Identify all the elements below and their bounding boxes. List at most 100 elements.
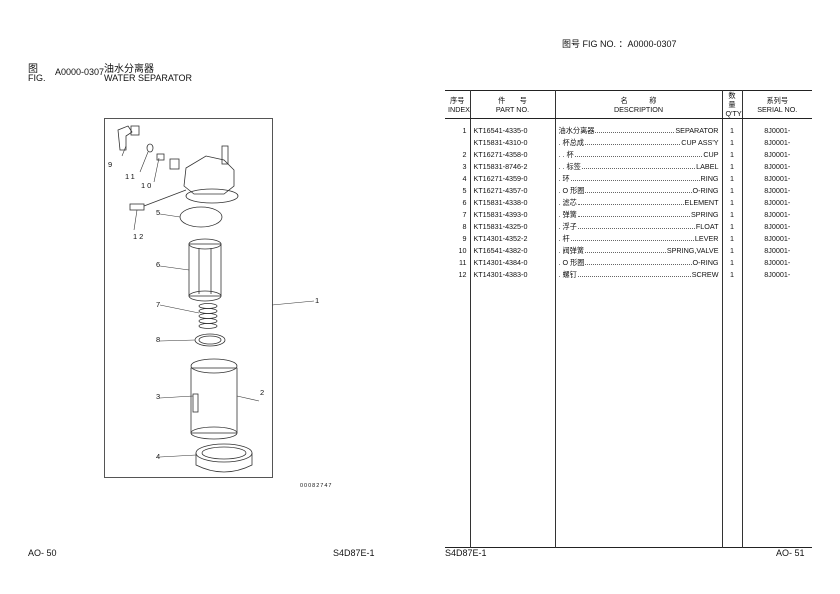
description-en: LABEL xyxy=(696,162,719,171)
fig-label-en: FIG. xyxy=(28,73,46,83)
index-cell: 10 xyxy=(458,246,467,255)
serial-cell: 8J0001- xyxy=(741,221,812,233)
lever-part xyxy=(117,125,133,151)
right-model: S4D87E-1 xyxy=(445,548,487,558)
description-en: CUP ASS'Y xyxy=(681,138,719,147)
index-cell: 12 xyxy=(458,270,467,279)
description-en: SPRING xyxy=(690,210,719,219)
callout-9: 9 xyxy=(108,160,113,169)
element-6 xyxy=(188,243,222,297)
qty-cell: 1 xyxy=(721,185,742,197)
exploded-view-diagram xyxy=(117,125,315,473)
part-number-cell: KT15831-4310-0 xyxy=(469,137,555,149)
description-cn: . 阀弹簧 xyxy=(558,246,585,255)
illustration-frame xyxy=(104,118,315,478)
label-3 xyxy=(192,393,199,413)
column-header-en: Q'TY xyxy=(725,109,742,118)
description-cn: 油水分离器 xyxy=(558,126,595,135)
valve-seat xyxy=(169,158,180,170)
description-en: ELEMENT xyxy=(684,198,719,207)
part-number-cell: KT16541-4335-0 xyxy=(469,125,555,137)
qty-cell: 1 xyxy=(721,233,742,245)
column-header-cn: 件 号 xyxy=(498,95,527,105)
head-nipple xyxy=(221,145,229,165)
serial-cell: 8J0001- xyxy=(741,233,812,245)
callout-2: 2 xyxy=(260,388,265,397)
leader-dots xyxy=(585,185,692,193)
part-number-cell: KT16271-4359-0 xyxy=(469,173,555,185)
column-header-en: INDEX xyxy=(448,104,470,114)
leader-dots xyxy=(595,125,675,133)
leader-dots xyxy=(585,245,666,253)
serial-cell: 8J0001- xyxy=(741,125,812,137)
leader-dots xyxy=(577,269,691,277)
description-en: CUP xyxy=(703,150,719,159)
callout-10: 10 xyxy=(141,181,154,190)
index-cell: 4 xyxy=(462,174,467,183)
leader-dots xyxy=(577,221,695,229)
qty-cell: 1 xyxy=(721,245,742,257)
column-header-en: PART NO. xyxy=(495,104,530,114)
title-cn: 油水分离器 xyxy=(104,64,154,75)
callout-5: 5 xyxy=(156,208,161,217)
description-en: SPRING,VALVE xyxy=(666,246,719,255)
index-cell: 3 xyxy=(462,162,467,171)
serial-cell: 8J0001- xyxy=(741,173,812,185)
left-model: S4D87E-1 xyxy=(333,548,375,558)
description-en: SEPARATOR xyxy=(675,126,719,135)
description-cell: 油水分离器 SEPARATOR xyxy=(554,125,722,137)
leader-dots xyxy=(585,137,681,145)
index-cell: 7 xyxy=(462,210,467,219)
part-number-cell: KT15831-8746-2 xyxy=(469,161,555,173)
column-header-en: DESCRIPTION xyxy=(613,104,664,114)
title-en: WATER SEPARATOR xyxy=(104,73,193,83)
serial-cell: 8J0001- xyxy=(741,149,812,161)
description-cn: . 杆 xyxy=(558,234,570,243)
column-header-cn: 序号 xyxy=(450,95,465,105)
cup-2 xyxy=(190,367,238,434)
right-page-number: AO- 51 xyxy=(776,548,805,558)
serial-cell: 8J0001- xyxy=(741,245,812,257)
part-number-cell: KT14301-4383-0 xyxy=(469,269,555,281)
qty-cell: 1 xyxy=(721,209,742,221)
callout-8: 8 xyxy=(156,335,161,344)
illustration-code: 00082747 xyxy=(300,483,333,489)
leader-dots xyxy=(570,173,700,181)
index-cell: 11 xyxy=(459,258,467,267)
lever-fitting xyxy=(130,125,140,136)
description-cn: . . 杯 xyxy=(558,150,574,159)
part-number-cell: KT14301-4384-0 xyxy=(469,257,555,269)
qty-cell: 1 xyxy=(721,137,742,149)
part-number-cell: KT15831-4393-0 xyxy=(469,209,555,221)
qty-cell: 1 xyxy=(721,173,742,185)
description-cn: . 螺钉 xyxy=(558,270,577,279)
index-cell: 6 xyxy=(462,198,467,207)
part-number-cell: KT14301-4352-2 xyxy=(469,233,555,245)
column-header-cn: 名 称 xyxy=(620,95,657,105)
fig-no-header: 图号 FIG NO. ：A0000-0307 xyxy=(562,39,677,49)
serial-cell: 8J0001- xyxy=(741,161,812,173)
column-header-cn: 系列号 xyxy=(766,95,789,105)
serial-cell: 8J0001- xyxy=(741,269,812,281)
index-cell: 2 xyxy=(462,150,467,159)
qty-cell: 1 xyxy=(721,149,742,161)
